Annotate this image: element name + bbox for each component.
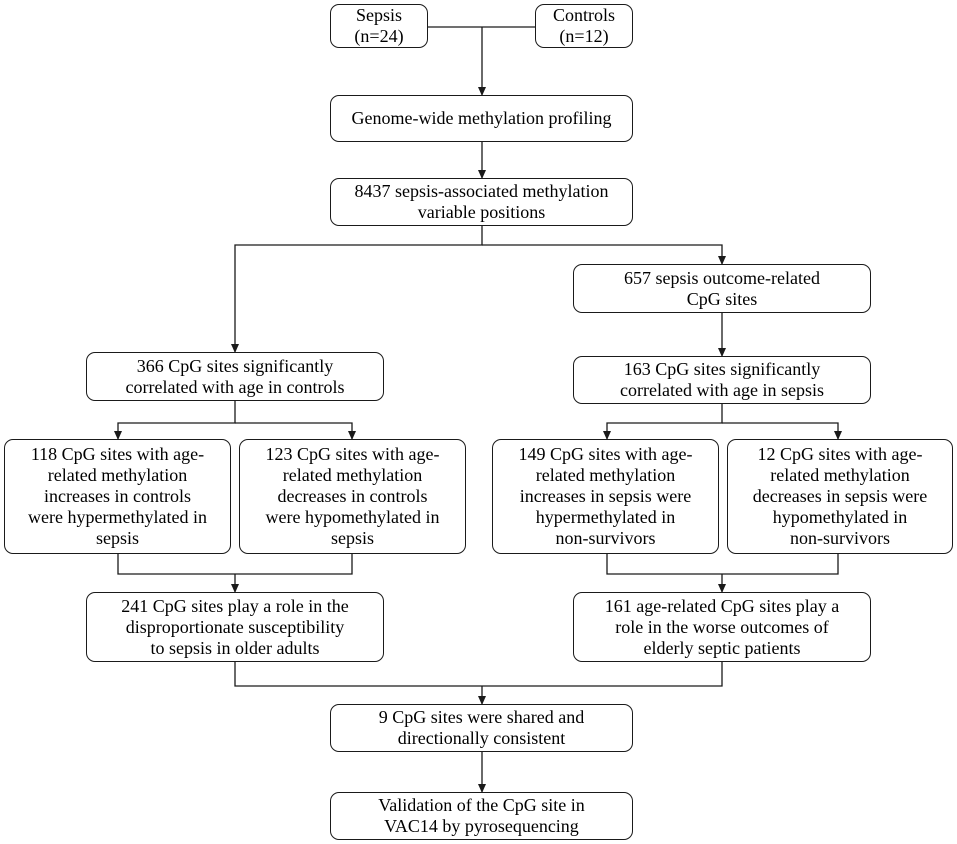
merge-final-connector	[234, 662, 723, 687]
susceptibility-box: 241 CpG sites play a role in the disprop…	[86, 592, 384, 662]
validation-box: Validation of the CpG site in VAC14 by p…	[330, 792, 633, 840]
arrow-to-age-controls	[231, 226, 483, 353]
merge-controls-connector	[117, 554, 353, 575]
age-sepsis-box: 163 CpG sites significantly correlated w…	[573, 356, 871, 404]
inc-sepsis-box: 149 CpG sites with age- related methylat…	[492, 439, 719, 554]
mvp-box: 8437 sepsis-associated methylation varia…	[330, 178, 633, 226]
arrow-to-inc-controls	[114, 401, 236, 440]
dec-sepsis-box: 12 CpG sites with age- related methylati…	[727, 439, 953, 554]
arrow-to-dec-sepsis	[722, 422, 842, 440]
age-controls-box: 366 CpG sites significantly correlated w…	[86, 352, 384, 401]
shared-sites-box: 9 CpG sites were shared and directionall…	[330, 704, 633, 752]
arrow-to-dec-controls	[235, 422, 356, 440]
worse-outcomes-box: 161 age-related CpG sites play a role in…	[573, 592, 871, 662]
arrow-to-inc-sepsis	[603, 404, 723, 440]
sepsis-box: Sepsis (n=24)	[330, 4, 428, 48]
arrow-to-outcome	[482, 244, 726, 265]
dec-controls-box: 123 CpG sites with age- related methylat…	[239, 439, 466, 554]
outcome-related-box: 657 sepsis outcome-related CpG sites	[573, 264, 871, 313]
genome-profiling-box: Genome-wide methylation profiling	[330, 95, 633, 142]
inc-controls-box: 118 CpG sites with age- related methylat…	[4, 439, 231, 554]
merge-sepsis-connector	[606, 554, 839, 575]
controls-box: Controls (n=12)	[535, 4, 633, 48]
